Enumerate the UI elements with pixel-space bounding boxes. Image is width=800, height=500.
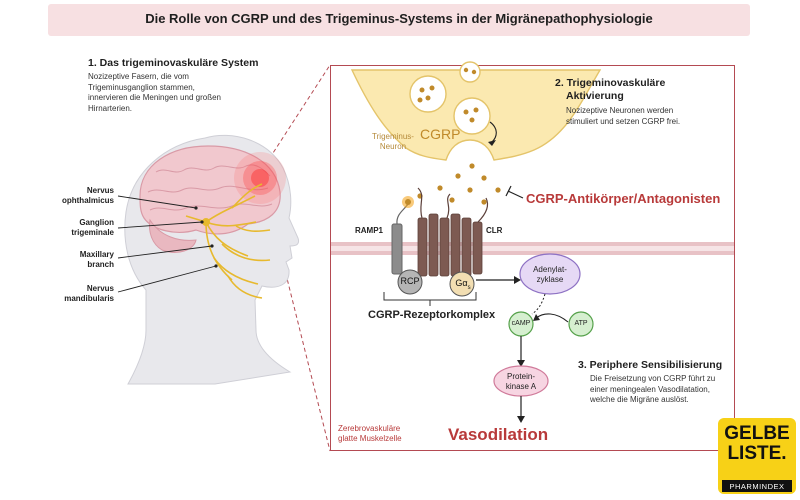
atp-label: ATP	[574, 320, 588, 327]
pka-label: Protein-kinase A	[505, 372, 537, 391]
title-banner	[48, 4, 750, 36]
ramp1-protein	[391, 223, 403, 275]
ganglion-dot	[202, 218, 210, 226]
vesicle-3	[459, 61, 481, 83]
section1-title: 1. Das trigeminovaskuläre System	[88, 57, 259, 69]
vesicle-2	[453, 97, 491, 135]
receptor-complex-label: CGRP-Rezeptorkomplex	[368, 309, 496, 321]
trigeminus-neuron-label: Trigeminus-Neuron	[372, 132, 414, 151]
rcp-label: RCP	[400, 276, 420, 286]
clr-receptor	[417, 213, 483, 277]
trigeminal-nerves	[185, 183, 271, 299]
logo-subtitle: PHARMINDEX	[729, 482, 785, 491]
vesicle-1	[409, 75, 447, 113]
antagonist-label: CGRP-Antikörper/Antagonisten	[526, 191, 721, 206]
adenylate-cyclase	[519, 253, 581, 295]
logo-line1: GELBE	[724, 423, 790, 444]
clr-label: CLR	[486, 226, 503, 235]
atp-node	[568, 311, 594, 337]
rcp-protein	[397, 269, 423, 295]
ramp1-label: RAMP1	[355, 226, 384, 235]
camp-label: cAMP	[511, 320, 531, 327]
label-lines	[117, 195, 217, 293]
pain-glow	[234, 152, 286, 204]
galpha-protein	[449, 271, 475, 297]
cgrp-label: CGRP	[420, 126, 461, 142]
section3-title: 3. Periphere Sensibilisierung	[578, 359, 723, 371]
zoom-line-bottom	[261, 177, 331, 452]
logo-line2: LISTE.	[727, 443, 787, 464]
adenylate-cyclase-label: Adenylat-zyklase	[533, 265, 567, 284]
released-cgrp	[417, 163, 501, 205]
vasodilation-label: Vasodilation	[448, 425, 549, 444]
galpha-label: Gαs	[455, 278, 471, 291]
page-title: Die Rolle von CGRP und des Trigeminus-Sy…	[145, 11, 653, 26]
section1-description: Nozizeptive Fasern, die vom Trigeminusga…	[88, 72, 221, 113]
logo-sub-bar	[722, 480, 792, 492]
